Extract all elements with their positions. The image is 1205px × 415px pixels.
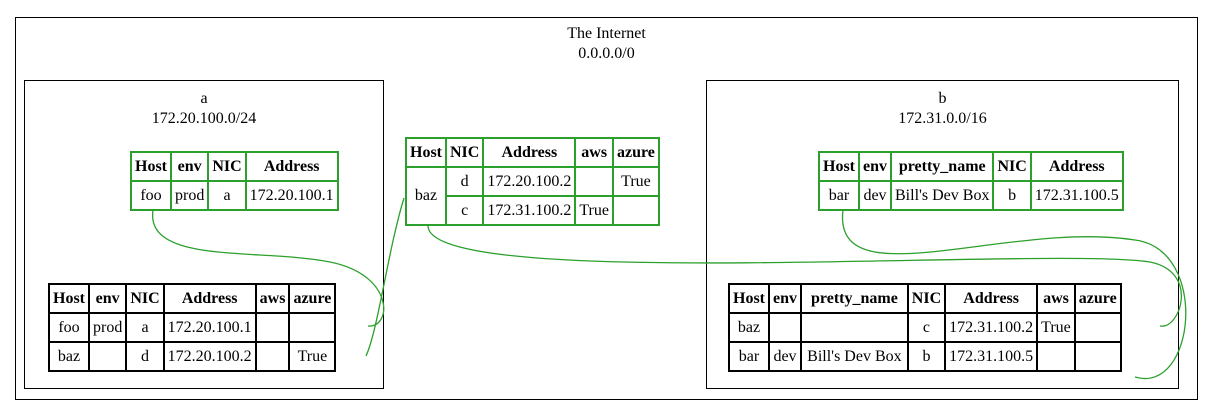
cell-host: baz [729,313,769,342]
cell-address: 172.31.100.5 [1030,181,1123,210]
cell-host: baz [49,342,89,371]
column-header: Host [819,152,859,181]
cell-azure: True [612,167,659,196]
subnet-a-cidr: 172.20.100.0/24 [151,110,257,127]
column-header: env [89,284,127,313]
cell-address: 172.20.100.2 [163,342,256,371]
cell-nic: c [907,313,946,342]
cell-nic: d [446,167,484,196]
table-row: baz c 172.31.100.2 True [729,313,1121,342]
cell-nic: a [126,313,164,342]
table-header-row: Host env NIC Address aws azure [49,284,336,313]
internet-cidr: 0.0.0.0/0 [578,45,635,62]
cell-env: prod [89,313,127,342]
cell-aws [575,167,613,196]
column-header: Address [945,284,1038,313]
subnet-b-nic-table: Host env pretty_name NIC Address aws azu… [728,283,1122,372]
column-header: pretty_name [801,284,908,313]
table-row: bar dev Bill's Dev Box b 172.31.100.5 [819,181,1123,210]
host-baz-table: Host NIC Address aws azure baz d 172.20.… [405,137,660,226]
table-row: foo prod a 172.20.100.1 [49,313,336,342]
cell-env [769,313,801,342]
cell-host: bar [729,342,769,371]
cell-azure: True [289,342,336,371]
cell-env: dev [859,181,891,210]
column-header: Host [406,138,446,167]
cell-address: 172.31.100.2 [945,313,1038,342]
column-header: pretty_name [891,152,994,181]
cell-host: foo [131,181,171,210]
cell-nic: d [126,342,164,371]
subnet-b-cidr: 172.31.0.0/16 [898,110,987,127]
cell-pretty-name: Bill's Dev Box [891,181,994,210]
cell-azure [1074,342,1121,371]
column-header: azure [289,284,336,313]
subnet-a-name: a [200,90,208,107]
subnet-a-host-table: Host env NIC Address foo prod a 172.20.1… [130,151,339,211]
subnet-b-name: b [938,90,947,107]
table-row: bar dev Bill's Dev Box b 172.31.100.5 [729,342,1121,371]
column-header: NIC [993,152,1031,181]
table-header-row: Host env pretty_name NIC Address [819,152,1123,181]
table-row: baz d 172.20.100.2 True [406,167,659,225]
cell-env [89,342,127,371]
cell-address: 172.20.100.1 [245,181,338,210]
cell-nic: b [993,181,1031,210]
cell-env: prod [171,181,209,210]
column-header: NIC [126,284,164,313]
cell-address: 172.31.100.5 [945,342,1038,371]
column-header: NIC [208,152,246,181]
cell-azure [289,313,336,342]
column-header: Address [245,152,338,181]
column-header: env [769,284,801,313]
column-header: NIC [446,138,484,167]
cell-host: foo [49,313,89,342]
cell-nic: c [446,196,484,225]
cell-address: 172.20.100.1 [163,313,256,342]
cell-pretty-name: Bill's Dev Box [801,342,908,371]
cluster-internet: The Internet 0.0.0.0/0 [15,17,1198,400]
cell-nic: b [907,342,946,371]
column-header: azure [1074,284,1121,313]
table-row: c 172.31.100.2 True [406,196,659,225]
cell-pretty-name [801,313,908,342]
table-header-row: Host NIC Address aws azure [406,138,659,167]
column-header: Address [1030,152,1123,181]
cell-nic: a [208,181,246,210]
cell-host: bar [819,181,859,210]
column-header: Address [163,284,256,313]
column-header: aws [1037,284,1075,313]
cell-azure [1074,313,1121,342]
column-header: Host [131,152,171,181]
cell-host: baz [406,167,446,225]
table-header-row: Host env NIC Address [131,152,338,181]
column-header: env [171,152,209,181]
column-header: Address [483,138,576,167]
cell-address: 172.20.100.2 [483,167,576,196]
cell-aws [255,313,290,342]
table-header-row: Host env pretty_name NIC Address aws azu… [729,284,1121,313]
subnet-b-host-table: Host env pretty_name NIC Address bar dev… [818,151,1124,211]
column-header: NIC [907,284,946,313]
cell-azure [612,196,659,225]
cell-aws: True [1037,313,1075,342]
column-header: aws [255,284,290,313]
table-row: baz d 172.20.100.2 True [49,342,336,371]
internet-title: The Internet [567,25,646,42]
cell-aws: True [575,196,613,225]
column-header: env [859,152,891,181]
cell-aws [255,342,290,371]
column-header: Host [49,284,89,313]
table-row: foo prod a 172.20.100.1 [131,181,338,210]
column-header: azure [612,138,659,167]
subnet-a-nic-table: Host env NIC Address aws azure foo prod … [48,283,337,372]
column-header: Host [729,284,769,313]
cell-aws [1037,342,1075,371]
cell-address: 172.31.100.2 [483,196,576,225]
cell-env: dev [769,342,801,371]
column-header: aws [575,138,613,167]
